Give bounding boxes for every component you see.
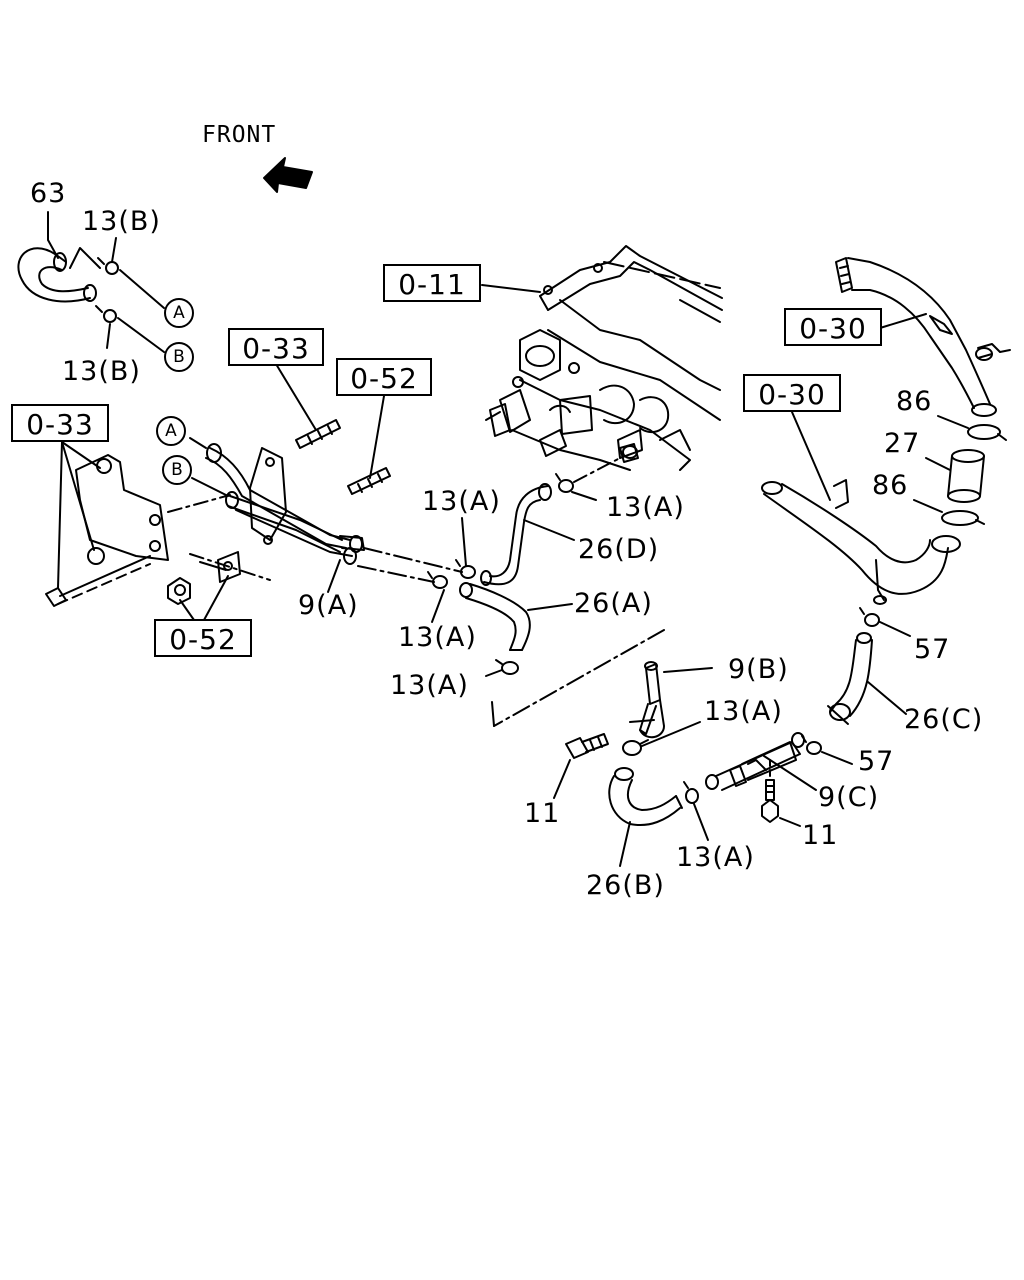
part-label-13a-1: 13(A) <box>422 486 501 517</box>
part-label-9b: 9(B) <box>728 654 789 685</box>
cylinder-head-0-11 <box>486 246 722 470</box>
bolt-11-left <box>566 734 608 758</box>
part-label-13b-top: 13(B) <box>82 206 161 237</box>
hose-26a <box>460 583 530 650</box>
marker-a-left: A <box>156 416 186 446</box>
part-label-63: 63 <box>30 178 67 209</box>
clamp-13b-top <box>98 258 118 274</box>
pipe-9c <box>706 733 804 790</box>
part-label-26a: 26(A) <box>574 588 653 619</box>
pipe-0-30-mid <box>762 480 960 604</box>
part-label-27: 27 <box>884 428 921 459</box>
part-label-13a-4: 13(A) <box>390 670 469 701</box>
clamp-13a-right-top <box>556 474 573 492</box>
ref-box-0-30-top: 0-30 <box>784 308 882 346</box>
sleeve-27 <box>948 450 984 502</box>
hose-26c <box>828 633 872 724</box>
part-label-57-top: 57 <box>914 634 951 665</box>
ref-box-0-52-bottom: 0-52 <box>154 619 252 657</box>
leader-63 <box>48 212 58 258</box>
marker-a-right: A <box>164 298 194 328</box>
ref-box-0-52-top: 0-52 <box>336 358 432 396</box>
clamp-86-bottom <box>942 511 984 525</box>
part-label-13a-6: 13(A) <box>676 842 755 873</box>
hose-26d <box>481 484 551 585</box>
ref-box-0-30-mid: 0-30 <box>743 374 841 412</box>
part-label-13a-3: 13(A) <box>398 622 477 653</box>
ref-box-0-11: 0-11 <box>383 264 481 302</box>
part-label-13a-5: 13(A) <box>704 696 783 727</box>
stud-0-52 <box>348 468 390 494</box>
part-label-13a-2: 13(A) <box>606 492 685 523</box>
part-label-26c: 26(C) <box>904 704 984 735</box>
bolt-11-right <box>762 780 778 822</box>
part-label-57-bottom: 57 <box>858 746 895 777</box>
part-label-86-top: 86 <box>896 386 933 417</box>
clamp-13b-bottom <box>96 306 116 322</box>
nut-0-52 <box>168 552 240 604</box>
part-label-11-right: 11 <box>802 820 839 851</box>
part-label-11-left: 11 <box>524 798 561 829</box>
clamp-13a-9b <box>623 740 648 755</box>
leader-0-11 <box>482 285 540 292</box>
part-label-13b-bottom: 13(B) <box>62 356 141 387</box>
front-label: FRONT <box>202 122 277 148</box>
clamp-13a-center <box>428 560 475 588</box>
bolt-left <box>46 556 150 606</box>
clamp-57-lower <box>802 736 821 754</box>
hose-63 <box>18 248 96 301</box>
part-label-9c: 9(C) <box>818 782 880 813</box>
stud-0-33 <box>296 420 340 448</box>
ref-box-0-33-left: 0-33 <box>11 404 109 442</box>
clamp-57-upper <box>860 608 879 626</box>
clamp-86-top <box>968 425 1006 440</box>
leader-9a <box>328 560 340 592</box>
pipe-0-30-top <box>836 258 1010 416</box>
bracket-left <box>76 455 168 564</box>
hose-26b <box>609 768 682 825</box>
clamp-13a-26b <box>684 782 698 803</box>
pipe-9a <box>206 444 364 564</box>
fitting-9b <box>630 662 664 737</box>
clamp-13a-lower <box>496 660 518 674</box>
part-label-86-bottom: 86 <box>872 470 909 501</box>
marker-b-left: B <box>162 455 192 485</box>
ref-box-0-33-top: 0-33 <box>228 328 324 366</box>
part-label-26b: 26(B) <box>586 870 665 901</box>
leader-0-33-left <box>62 442 100 468</box>
part-label-9a: 9(A) <box>298 590 359 621</box>
front-arrow-icon <box>264 158 312 192</box>
marker-b-right: B <box>164 342 194 372</box>
part-label-26d: 26(D) <box>578 534 660 565</box>
